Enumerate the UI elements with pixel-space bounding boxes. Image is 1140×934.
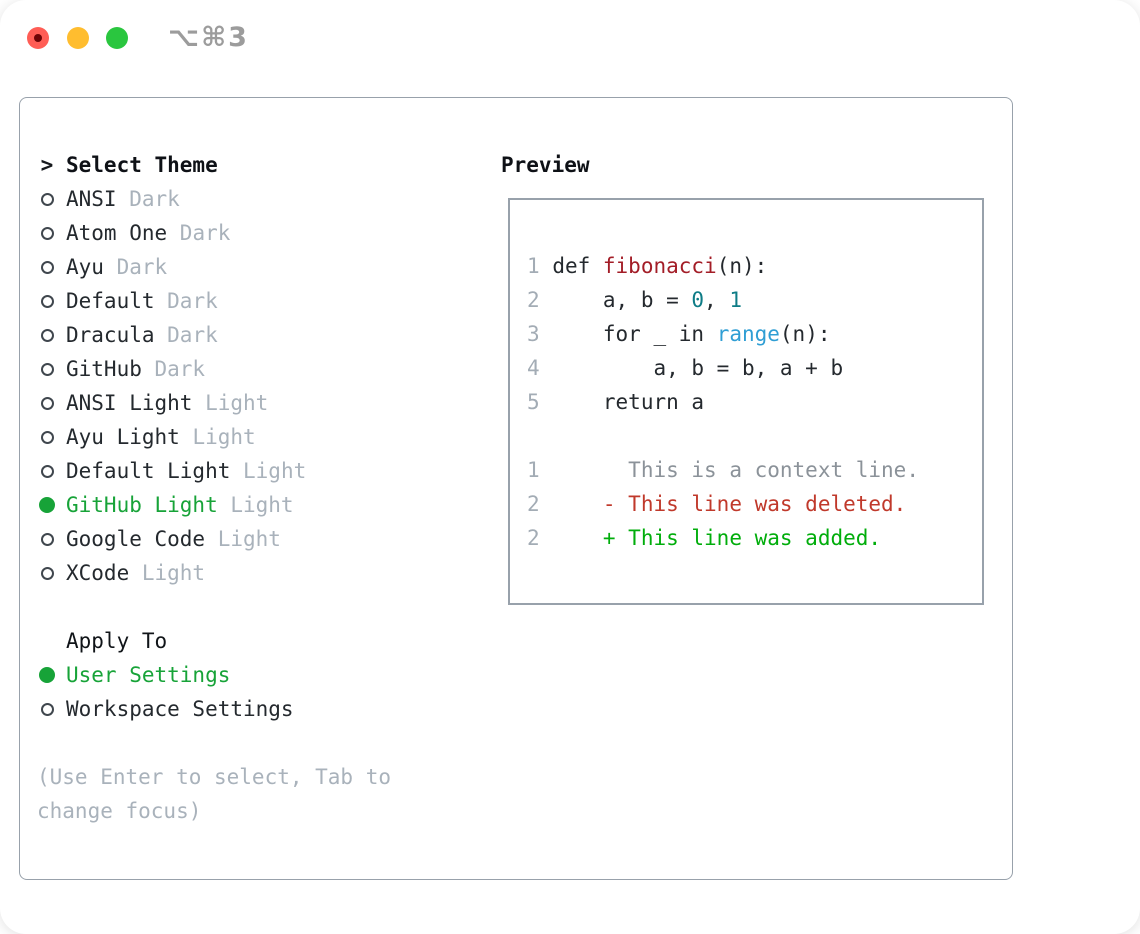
title-bar: ⌥⌘3 [0,0,1140,76]
theme-option-label: Atom One Dark [66,221,231,245]
apply-to-heading: Apply To [66,629,168,653]
theme-option-label: ANSI Dark [66,187,180,211]
apply-option-workspace-settings[interactable]: Workspace Settings [37,692,477,726]
code-line: 4 a, b = b, a + b [527,351,982,385]
code-segment: range [716,322,780,346]
code-segment: + This line was added. [552,526,882,550]
code-line: 1 def fibonacci(n): [527,249,982,283]
code-segment: 1 [729,288,742,312]
line-number: 1 [527,458,540,482]
radio-icon [37,216,57,250]
code-segment: def [552,254,603,278]
radio-icon [37,182,57,216]
selected-radio-icon [37,488,57,522]
code-segment: (n): [779,322,831,346]
theme-option-default-light[interactable]: Default Light Light [37,454,477,488]
code-line: 1 This is a context line. [527,453,982,487]
theme-option-default[interactable]: Default Dark [37,284,477,318]
theme-option-label: Ayu Dark [66,255,168,279]
code-segment: (n): [716,254,768,278]
radio-icon [37,250,57,284]
hint-line-1: (Use Enter to select, Tab to [37,765,392,789]
zoom-button[interactable] [106,27,128,49]
theme-option-ansi[interactable]: ANSI Dark [37,182,477,216]
theme-option-label: GitHub Dark [66,357,206,381]
theme-option-dracula[interactable]: Dracula Dark [37,318,477,352]
code-segment: fibonacci [602,254,717,278]
line-number: 2 [527,288,540,312]
radio-icon [37,454,57,488]
code-line: 3 for _ in range(n): [527,317,982,351]
line-number: 5 [527,390,540,414]
line-number: 2 [527,492,540,516]
theme-option-label: Ayu Light Light [66,425,256,449]
line-number: 2 [527,526,540,550]
theme-option-ayu[interactable]: Ayu Dark [37,250,477,284]
apply-to-heading-row: Apply To [37,624,477,658]
preview-heading: Preview [501,153,590,177]
radio-icon [37,692,57,726]
theme-option-github[interactable]: GitHub Dark [37,352,477,386]
spacer [37,726,477,760]
code-line: 5 return a [527,385,982,419]
apply-option-label: User Settings [66,663,231,687]
radio-icon [37,556,57,590]
theme-option-label: ANSI Light Light [66,391,269,415]
theme-option-atom-one[interactable]: Atom One Dark [37,216,477,250]
radio-icon [37,420,57,454]
code-line: 2 a, b = 0, 1 [527,283,982,317]
theme-option-label: Google Code Light [66,527,281,551]
radio-icon [37,386,57,420]
code-segment: a, b = b, a + b [552,356,844,380]
close-button[interactable] [27,27,49,49]
radio-icon [37,284,57,318]
code-segment: for _ in [552,322,717,346]
minimize-button[interactable] [67,27,89,49]
code-segment: a, b = [552,288,692,312]
select-theme-heading-row: > Select Theme [37,148,477,182]
code-segment: - This line was deleted. [552,492,907,516]
code-segment: , [704,288,730,312]
radio-icon [37,522,57,556]
code-line: 2 - This line was deleted. [527,487,982,521]
apply-option-user-settings[interactable]: User Settings [37,658,477,692]
code-line [527,419,982,453]
code-segment: This is a context line. [552,458,919,482]
theme-option-ayu-light[interactable]: Ayu Light Light [37,420,477,454]
code-segment: return a [552,390,705,414]
theme-option-label: Default Dark [66,289,218,313]
apply-option-label: Workspace Settings [66,697,294,721]
code-segment: 0 [691,288,705,312]
radio-icon [37,318,57,352]
spacer [37,590,477,624]
theme-option-label: Default Light Light [66,459,307,483]
radio-icon [37,352,57,386]
prompt-icon: > [40,153,54,177]
line-number: 1 [527,254,540,278]
hint-line-2: change focus) [37,799,202,823]
select-theme-heading: Select Theme [66,153,218,177]
theme-option-github-light[interactable]: GitHub Light Light [37,488,477,522]
theme-option-xcode[interactable]: XCode Light [37,556,477,590]
code-line: 2 + This line was added. [527,521,982,555]
theme-option-label: XCode Light [66,561,206,585]
theme-option-label: GitHub Light Light [66,493,294,517]
line-number: 4 [527,356,540,380]
theme-option-google-code[interactable]: Google Code Light [37,522,477,556]
theme-option-label: Dracula Dark [66,323,218,347]
line-number: 3 [527,322,540,346]
selected-radio-icon [37,658,57,692]
window-title: ⌥⌘3 [168,22,249,53]
theme-option-ansi-light[interactable]: ANSI Light Light [37,386,477,420]
